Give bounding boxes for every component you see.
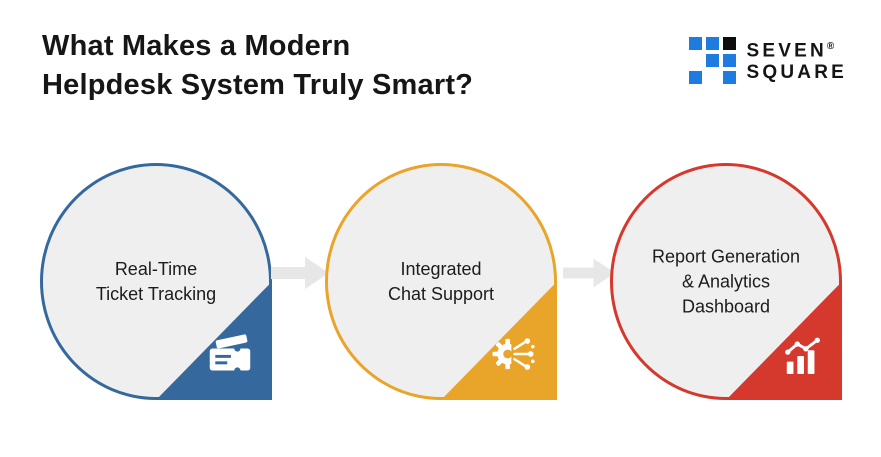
logo-word-square: SQUARE xyxy=(746,62,847,84)
step-card-integrated-chat-support: Integrated Chat Support xyxy=(325,163,557,400)
logo-square xyxy=(722,36,736,50)
logo-square xyxy=(688,70,702,84)
step-label: Real-Time Ticket Tracking xyxy=(95,258,217,304)
logo-square-empty xyxy=(706,71,719,84)
ai-gear-icon xyxy=(492,335,535,373)
step-card-report-generation-analytics: Report Generation & Analytics Dashboard xyxy=(610,163,842,400)
sevensquare-logo-text: SEVEN® SQUARE xyxy=(747,36,848,84)
arrow-right-icon xyxy=(563,258,615,288)
logo-square xyxy=(722,53,736,67)
page-title-line1: What Makes a Modern xyxy=(42,30,351,62)
ticket-icon xyxy=(209,334,251,374)
arrow-right-icon xyxy=(271,257,329,289)
sevensquare-logo-mark-icon xyxy=(688,36,736,84)
step-card-real-time-ticket-tracking: Real-Time Ticket Tracking xyxy=(40,163,272,400)
bar-chart-icon xyxy=(785,337,820,375)
logo-square xyxy=(705,53,719,67)
logo-square xyxy=(688,36,702,50)
logo-square xyxy=(722,70,736,84)
logo-square xyxy=(705,36,719,50)
registered-trademark: ® xyxy=(826,41,835,52)
logo-square-empty xyxy=(689,54,702,67)
step-label: Report Generation & Analytics Dashboard xyxy=(651,246,801,316)
sevensquare-logo: SEVEN® SQUARE xyxy=(688,36,848,84)
logo-word-seven: SEVEN xyxy=(746,40,827,62)
step-label: Integrated Chat Support xyxy=(387,258,495,304)
page-title-line2: Helpdesk System Truly Smart? xyxy=(42,69,474,101)
